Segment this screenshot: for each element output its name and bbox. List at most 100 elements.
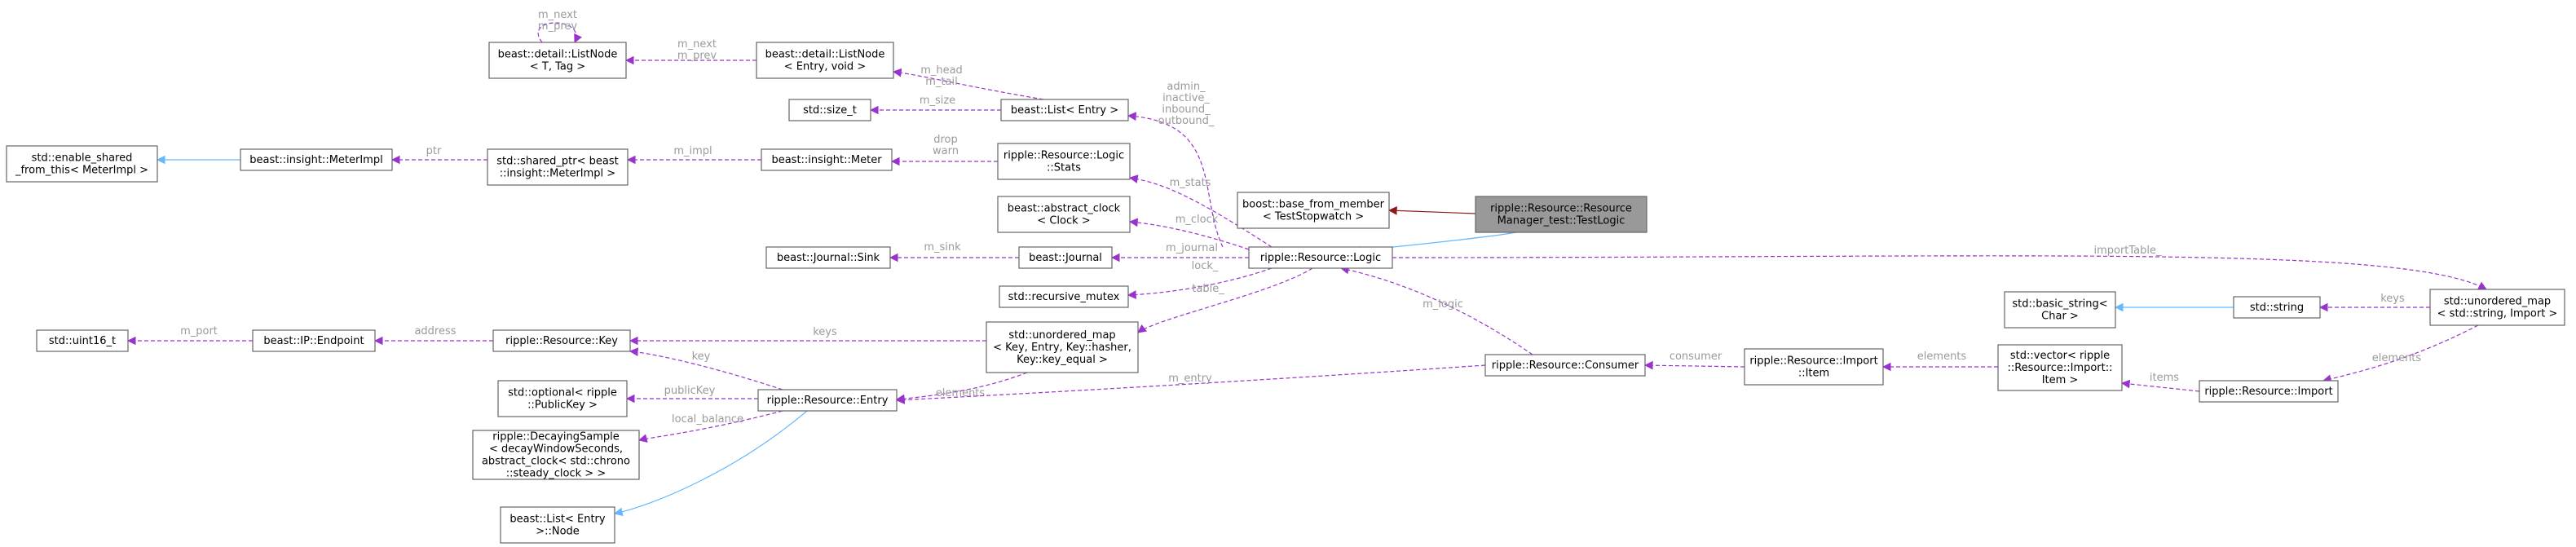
node-testlogic[interactable]: ripple::Resource::ResourceManager_test::… [1475, 196, 1647, 233]
node-box [492, 329, 631, 352]
edge-label: drop [933, 134, 958, 146]
edge-label: elements [1917, 351, 1967, 363]
node-key[interactable]: ripple::Resource::Key [492, 329, 631, 352]
node-entry[interactable]: ripple::Resource::Entry [757, 389, 898, 412]
node-label: < TestStopwatch > [1263, 211, 1364, 223]
node-label: std::string [2250, 302, 2304, 314]
edge-label: ptr [426, 145, 442, 157]
node-label: ::Item [1798, 368, 1829, 380]
node-box [1484, 354, 1646, 377]
node-string[interactable]: std::string [2233, 296, 2321, 319]
node-base-from-member[interactable]: boost::base_from_member< TestStopwatch > [1237, 192, 1390, 229]
edge-line [895, 364, 1486, 404]
node-label: std::enable_shared [32, 152, 133, 165]
node-vector-item[interactable]: std::vector< ripple::Resource::Import::I… [1997, 344, 2123, 391]
node-label: beast::detail::ListNode [765, 49, 885, 61]
edge-usage: m_entry [895, 364, 1486, 404]
node-label: beast::List< Entry > [1011, 104, 1118, 117]
node-size-t[interactable]: std::size_t [788, 99, 871, 121]
node-import-item[interactable]: ripple::Resource::Import::Item [1744, 348, 1884, 386]
edge-label: m_size [920, 95, 955, 107]
node-decaying[interactable]: ripple::DecayingSample< decayWindowSecon… [472, 430, 640, 480]
edge-label: m_prev [538, 20, 577, 33]
node-label: < decayWindowSeconds, [489, 443, 623, 456]
node-journal[interactable]: beast::Journal [1018, 246, 1113, 269]
node-basic-string[interactable]: std::basic_string<Char > [2004, 291, 2116, 329]
edge-line [637, 410, 783, 443]
node-listnode-tag[interactable]: beast::detail::ListNode< T, Tag > [488, 42, 627, 79]
node-label: < std::string, Import > [2437, 308, 2558, 320]
edge-usage: publicKey [625, 385, 758, 404]
edge-line [1127, 267, 1273, 299]
edge-label: local_balance [672, 413, 743, 426]
edge-label: lock_ [1192, 260, 1219, 272]
node-logic[interactable]: ripple::Resource::Logic [1248, 246, 1393, 269]
node-box [252, 329, 376, 352]
node-shared-ptr[interactable]: std::shared_ptr< beast::insight::MeterIm… [487, 148, 629, 186]
node-box [765, 246, 891, 269]
node-label: std::optional< ripple [508, 387, 617, 399]
node-label: abstract_clock< std::chrono [482, 456, 630, 468]
edge-usage: importTable_ [1392, 245, 2487, 290]
edge-usage: admin_inactive_inbound_outbound_ [1127, 81, 1224, 248]
node-label: < T, Tag > [530, 61, 585, 73]
node-umap-entry[interactable]: std::unordered_map< Key, Entry, Key::has… [986, 321, 1139, 373]
edge-usage: lock_ [1127, 260, 1273, 299]
node-label: ::Resource::Import:: [2007, 362, 2112, 374]
node-import[interactable]: ripple::Resource::Import [2199, 380, 2339, 403]
edge-label: key [692, 351, 711, 363]
edge-usage: m_clock [1128, 214, 1250, 250]
edge-line [1128, 218, 1250, 250]
node-abstract-clock[interactable]: beast::abstract_clock< Clock > [997, 196, 1131, 233]
node-box [2004, 291, 2116, 329]
node-listnode-entry[interactable]: beast::detail::ListNode< Entry, void > [756, 42, 894, 79]
node-box [997, 196, 1131, 233]
edge-line [1127, 112, 1224, 248]
node-box [497, 380, 628, 417]
node-box [1997, 344, 2123, 391]
edge-line [2322, 324, 2479, 383]
node-recursive-mutex[interactable]: std::recursive_mutex [999, 285, 1129, 308]
edge-label: m_journal [1166, 242, 1218, 254]
node-optional-pk[interactable]: std::optional< ripple::PublicKey > [497, 380, 628, 417]
node-list-node[interactable]: beast::List< Entry>::Node [500, 506, 615, 544]
node-meterimpl[interactable]: beast::insight::MeterImpl [240, 148, 393, 171]
edge-usage: elements [895, 372, 1028, 404]
node-box [240, 148, 393, 171]
node-enable-shared[interactable]: std::enable_shared_from_this< MeterImpl … [6, 145, 158, 183]
node-endpoint[interactable]: beast::IP::Endpoint [252, 329, 376, 352]
edge-label: m_tail [925, 76, 957, 88]
node-label: std::shared_ptr< beast [496, 156, 618, 168]
node-label: std::recursive_mutex [1008, 291, 1120, 303]
edge-usage: keys [629, 326, 986, 346]
node-journal-sink[interactable]: beast::Journal::Sink [765, 246, 891, 269]
edge-label: m_next [538, 9, 577, 21]
node-label: ::steady_clock > > [506, 468, 606, 480]
edge-usage: m_size [869, 95, 1001, 115]
edge-line [629, 347, 783, 390]
node-list-entry[interactable]: beast::List< Entry > [1000, 99, 1129, 121]
edge-label: inbound_ [1162, 104, 1211, 116]
node-label: ::Stats [1047, 162, 1081, 174]
node-umap-import[interactable]: std::unordered_map< std::string, Import … [2429, 289, 2565, 326]
node-label: std::unordered_map [2444, 296, 2551, 308]
node-label: ripple::Resource::Resource [1490, 203, 1632, 215]
edge-label: inactive_ [1162, 92, 1210, 104]
node-uint16[interactable]: std::uint16_t [36, 329, 129, 352]
node-box [6, 145, 158, 183]
node-label: beast::detail::ListNode [498, 49, 618, 61]
node-label: std::basic_string< [2012, 298, 2107, 311]
node-consumer[interactable]: ripple::Resource::Consumer [1484, 354, 1646, 377]
node-box [2429, 289, 2565, 326]
node-box [997, 143, 1131, 180]
node-logic-stats[interactable]: ripple::Resource::Logic::Stats [997, 143, 1131, 180]
edge-line [892, 68, 1044, 100]
edge-label: keys [2380, 293, 2405, 305]
edge-inherit [613, 410, 808, 517]
edge-usage: m_impl [626, 145, 761, 165]
edge-label: elements [2372, 352, 2422, 364]
node-meter[interactable]: beast::insight::Meter [761, 148, 893, 171]
edge-usage: m_port [126, 325, 253, 346]
node-label: beast::insight::MeterImpl [249, 154, 382, 166]
